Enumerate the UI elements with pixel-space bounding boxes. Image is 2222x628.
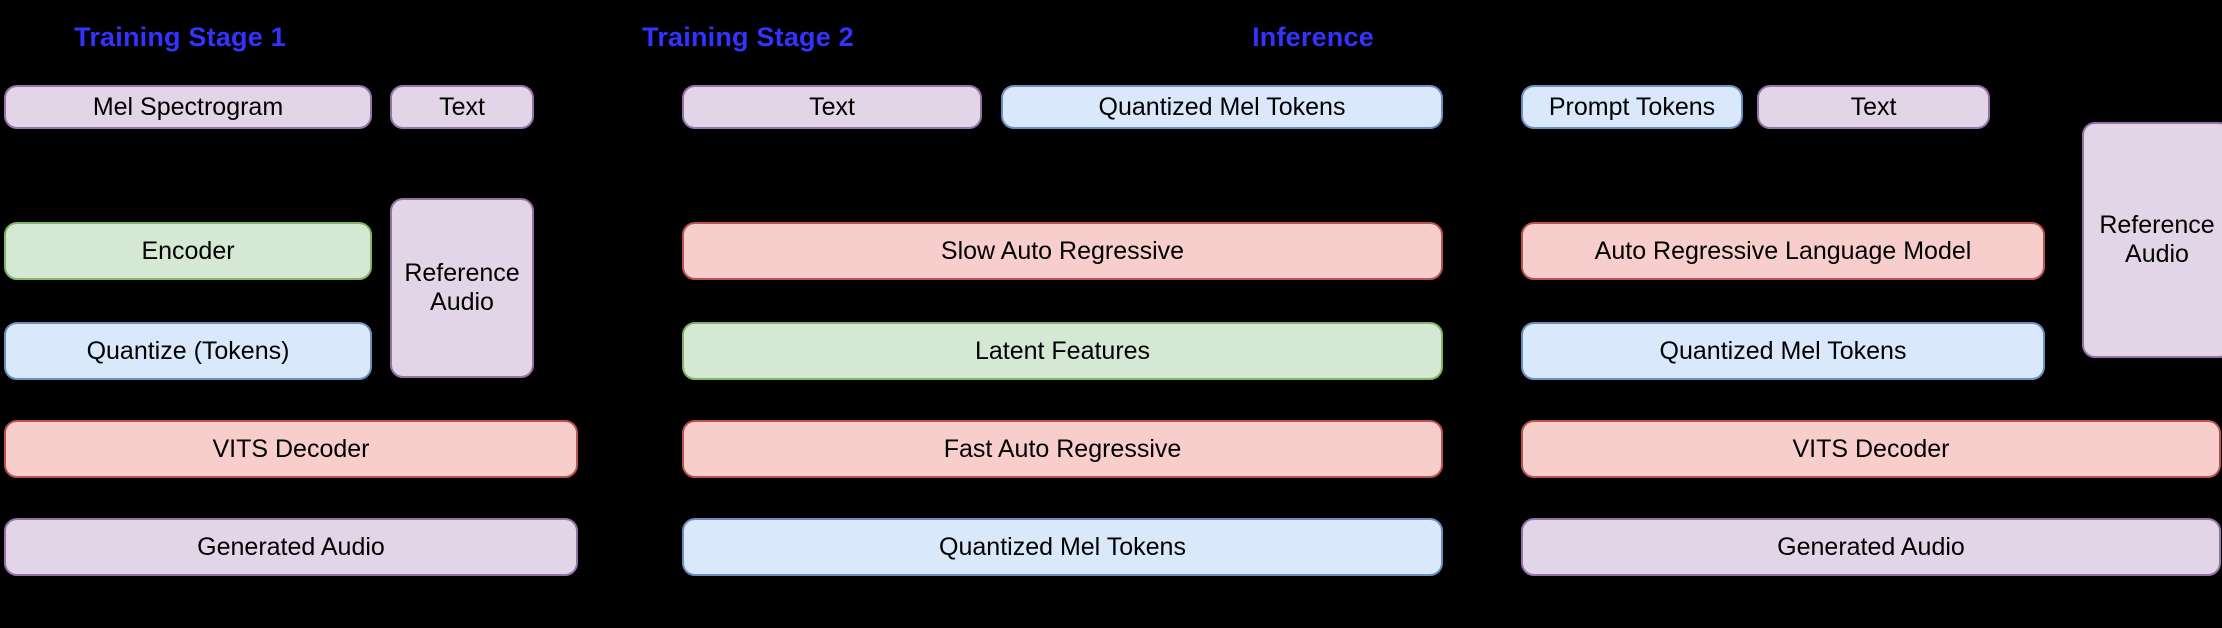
node-training-stage-2-quantized-mel-tokens[interactable]: Quantized Mel Tokens (1001, 85, 1443, 129)
node-label: VITS Decoder (1792, 434, 1950, 463)
column-title-training-stage-1: Training Stage 1 (74, 22, 286, 52)
node-label: Quantize (Tokens) (86, 336, 290, 365)
node-label: Generated Audio (197, 532, 385, 561)
node-label: Prompt Tokens (1548, 92, 1716, 121)
node-training-stage-2-text[interactable]: Text (682, 85, 982, 129)
node-inference-auto-regressive-language-model[interactable]: Auto Regressive Language Model (1521, 222, 2045, 280)
node-training-stage-1-encoder[interactable]: Encoder (4, 222, 372, 280)
node-training-stage-1-text[interactable]: Text (390, 85, 534, 129)
node-training-stage-2-latent-features[interactable]: Latent Features (682, 322, 1443, 380)
node-label: Mel Spectrogram (92, 92, 284, 121)
node-training-stage-2-quantized-mel-tokens-out[interactable]: Quantized Mel Tokens (682, 518, 1443, 576)
node-label: Text (809, 92, 855, 121)
node-label: Fast Auto Regressive (943, 434, 1182, 463)
node-training-stage-1-generated-audio[interactable]: Generated Audio (4, 518, 578, 576)
node-label: Quantized Mel Tokens (1659, 336, 1907, 365)
node-label: Latent Features (974, 336, 1151, 365)
column-title-inference: Inference (1252, 22, 1374, 52)
node-label: Generated Audio (1777, 532, 1965, 561)
node-inference-generated-audio[interactable]: Generated Audio (1521, 518, 2221, 576)
column-title-training-stage-2: Training Stage 2 (642, 22, 854, 52)
node-label: Auto Regressive Language Model (1594, 236, 1972, 265)
node-label: VITS Decoder (212, 434, 370, 463)
node-label: Quantized Mel Tokens (1098, 92, 1346, 121)
node-training-stage-2-fast-auto-regressive[interactable]: Fast Auto Regressive (682, 420, 1443, 478)
node-training-stage-2-slow-auto-regressive[interactable]: Slow Auto Regressive (682, 222, 1443, 280)
node-inference-prompt-tokens[interactable]: Prompt Tokens (1521, 85, 1743, 129)
node-label: Text (1850, 92, 1897, 121)
node-inference-vits-decoder[interactable]: VITS Decoder (1521, 420, 2221, 478)
node-label: Text (439, 92, 485, 121)
node-label: Encoder (141, 236, 235, 265)
node-label: Quantized Mel Tokens (939, 532, 1186, 561)
node-inference-quantized-mel-tokens[interactable]: Quantized Mel Tokens (1521, 322, 2045, 380)
node-training-stage-1-vits-decoder[interactable]: VITS Decoder (4, 420, 578, 478)
node-label: Slow Auto Regressive (940, 236, 1185, 265)
node-training-stage-1-mel-spectrogram[interactable]: Mel Spectrogram (4, 85, 372, 129)
node-training-stage-1-quantize-tokens[interactable]: Quantize (Tokens) (4, 322, 372, 380)
node-inference-text[interactable]: Text (1757, 85, 1990, 129)
